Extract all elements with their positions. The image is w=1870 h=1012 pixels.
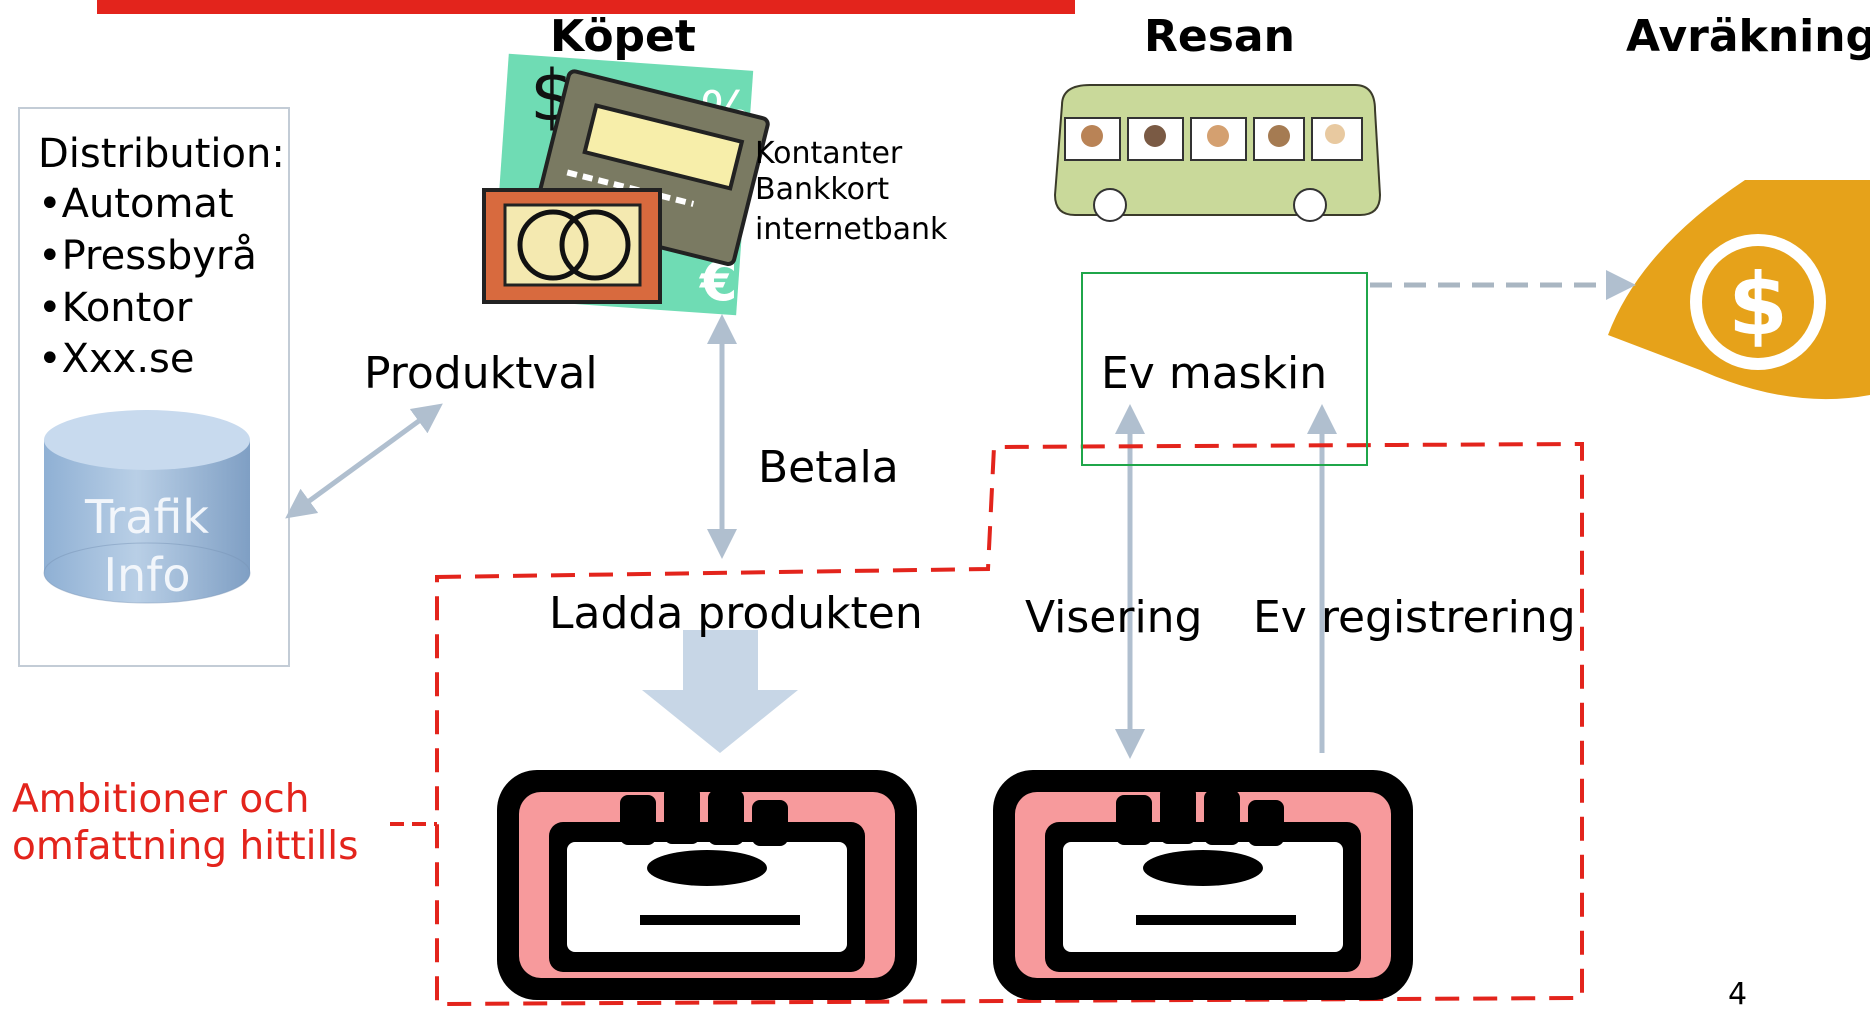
- title-bar-accent: [97, 0, 1075, 14]
- distribution-panel: [18, 107, 290, 667]
- ambition-note-line1: Ambitioner och: [12, 777, 310, 822]
- label-load-product: Ladda produkten: [549, 588, 923, 639]
- heading-settlement: Avräkning: [1626, 11, 1870, 62]
- ambition-note: Ambitioner och omfattning hittills: [12, 777, 358, 871]
- payment-method-internetbank: internetbank: [755, 212, 948, 247]
- bus-icon: [1053, 84, 1382, 222]
- page-number: 4: [1728, 977, 1748, 1012]
- database-cylinder-icon: [43, 410, 251, 604]
- database-label-line2: Info: [103, 548, 191, 603]
- ambition-note-line2: omfattning hittills: [12, 823, 359, 869]
- distribution-item: •Xxx.se: [38, 336, 195, 382]
- label-pay: Betala: [758, 442, 899, 493]
- distribution-item: •Automat: [38, 181, 234, 227]
- payment-method-bankcard: Bankkort: [755, 172, 890, 207]
- heading-journey: Resan: [1144, 11, 1295, 62]
- distribution-item: •Pressbyrå: [38, 233, 257, 279]
- distribution-title: Distribution:: [38, 131, 285, 177]
- card-reader-icon: [993, 770, 1413, 1000]
- label-product-choice: Produktval: [364, 348, 598, 399]
- load-arrow-icon: [642, 630, 798, 753]
- heading-purchase: Köpet: [550, 11, 696, 62]
- dollar-coin-icon: $: [1608, 180, 1870, 400]
- svg-text:$: $: [1728, 255, 1788, 355]
- distribution-item: •Kontor: [38, 285, 193, 331]
- label-validation: Visering: [1025, 592, 1203, 643]
- database-label: Trafik Info: [44, 488, 250, 605]
- database-label-line1: Trafik: [84, 490, 210, 544]
- label-machine: Ev maskin: [1101, 348, 1328, 399]
- machine-box: [1081, 272, 1368, 466]
- payment-method-cash: Kontanter: [755, 136, 903, 171]
- label-registration: Ev registrering: [1253, 592, 1576, 643]
- card-reader-icon: [497, 770, 917, 1000]
- credit-card-clipart-icon: $ % €: [482, 53, 770, 316]
